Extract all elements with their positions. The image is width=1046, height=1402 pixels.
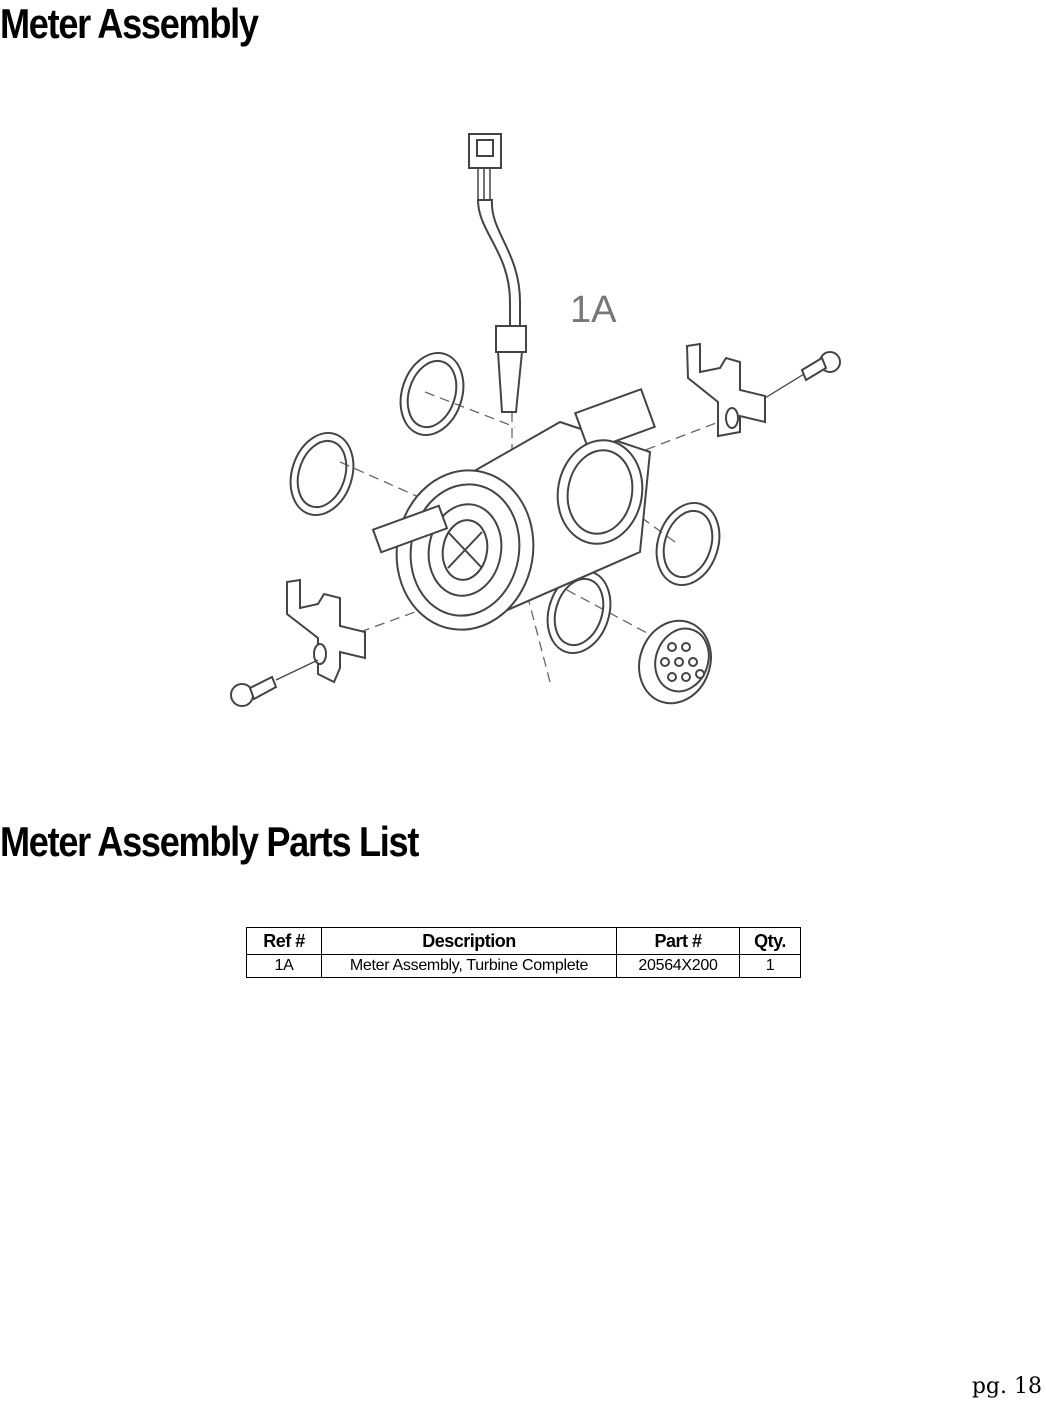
o-ring-3 <box>655 501 721 587</box>
parts-list-title: Meter Assembly Parts List <box>0 818 419 865</box>
col-header-qty: Qty. <box>739 927 801 955</box>
table-row: 1A Meter Assembly, Turbine Complete 2056… <box>246 954 801 978</box>
o-ring-2 <box>289 431 355 517</box>
callout-1a: 1A <box>570 289 617 331</box>
meter-body <box>371 387 657 631</box>
screw-1 <box>800 351 841 382</box>
strainer-screen <box>638 619 712 705</box>
mounting-bracket-2 <box>286 578 366 684</box>
col-header-part-number: Part # <box>616 927 740 955</box>
page-title: Meter Assembly <box>0 0 259 47</box>
sensor-cable <box>468 133 527 413</box>
parts-list-table: Ref # Description Part # Qty. 1A Meter A… <box>246 927 801 978</box>
col-header-ref: Ref # <box>246 927 322 955</box>
cell-ref: 1A <box>246 954 322 978</box>
mounting-bracket-1 <box>685 342 766 438</box>
table-header-row: Ref # Description Part # Qty. <box>246 927 801 955</box>
col-header-description: Description <box>321 927 617 955</box>
meter-assembly-exploded-diagram: 1A <box>220 122 860 722</box>
cell-part-number: 20564X200 <box>616 954 740 978</box>
cell-qty: 1 <box>739 954 801 978</box>
screw-2 <box>230 675 278 707</box>
o-ring-1 <box>399 351 465 437</box>
cell-description: Meter Assembly, Turbine Complete <box>321 954 617 978</box>
page-number: pg. 18 <box>971 1374 1042 1399</box>
